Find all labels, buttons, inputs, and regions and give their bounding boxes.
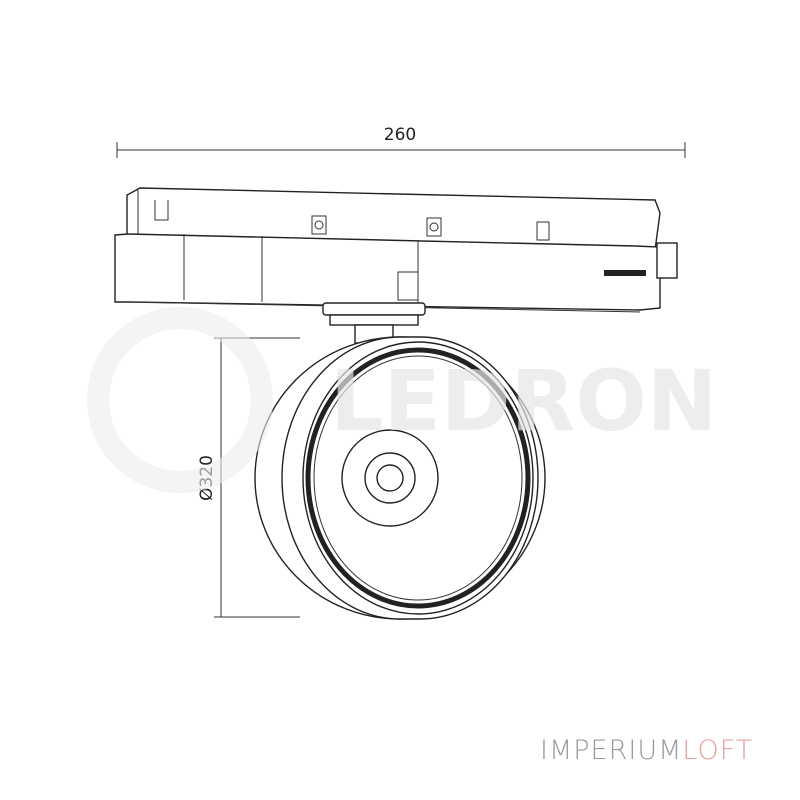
watermark-text: LEDRON (330, 352, 717, 450)
watermark-logo-ring (87, 307, 273, 493)
watermark: LEDRON (87, 307, 717, 493)
brand-part2: LOFT (682, 735, 754, 766)
lamp-head (254, 336, 546, 620)
width-label: 260 (384, 125, 416, 145)
screw-icon (426, 217, 442, 237)
width-dimension: 260 (116, 125, 686, 158)
brand-part1: IMPERIUM (540, 735, 683, 766)
track-adapter (114, 187, 678, 313)
screw-icon (311, 215, 327, 235)
led-indicator-strip (604, 270, 646, 276)
lens (376, 464, 404, 492)
brand-logo: IMPERIUMLOFT (540, 735, 753, 766)
